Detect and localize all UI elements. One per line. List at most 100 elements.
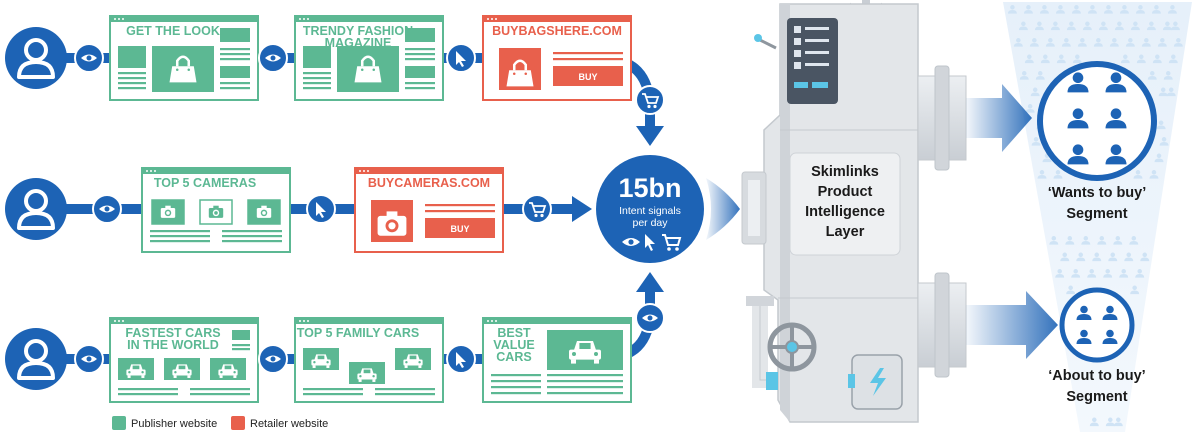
person-icon [1163, 71, 1173, 80]
person-icon [1087, 5, 1097, 14]
hub-value: 15bn [618, 173, 681, 203]
camera-icon [160, 205, 176, 218]
person-icon [1076, 252, 1086, 262]
eye-badge [635, 303, 665, 333]
buy-button-label: BUY [450, 224, 469, 234]
user-avatar-icon [5, 328, 67, 390]
hub-circle [596, 155, 704, 263]
segment-1-label-line-2: Segment [1066, 206, 1127, 222]
eye-badge [74, 43, 104, 73]
person-icon [1067, 72, 1089, 93]
eye-icon [81, 355, 97, 363]
machine-label-line-4: Layer [826, 224, 865, 240]
person-icon [1136, 54, 1146, 64]
segment-2-label-line-1: ‘About to buy’ [1048, 368, 1145, 384]
person-icon [1103, 5, 1113, 14]
machine-label-line-3: Intelligence [805, 204, 885, 220]
person-icon [1109, 38, 1119, 47]
car-icon [126, 364, 146, 378]
legend-swatch-publisher [112, 416, 126, 430]
person-icon [1149, 170, 1159, 179]
person-icon [1140, 252, 1150, 262]
person-icon [1077, 38, 1087, 47]
publisher-site-card: TOP 5 FAMILY CARS [294, 317, 444, 403]
person-icon [1039, 5, 1049, 14]
person-icon [1147, 71, 1157, 80]
people-group-icon [1067, 72, 1127, 165]
flow-lines [40, 53, 655, 364]
car-icon [569, 341, 601, 364]
person-icon [1156, 120, 1166, 130]
car-icon [218, 364, 238, 378]
person-icon [1024, 54, 1034, 64]
bag-icon [354, 55, 382, 83]
arrow-right-icon [966, 291, 1058, 359]
card-title-line: BUYBAGSHERE.COM [492, 24, 622, 38]
lightning-icon [870, 368, 886, 396]
cart-icon [529, 202, 547, 218]
buy-button[interactable] [425, 218, 495, 238]
person-icon [1040, 54, 1050, 64]
person-icon [1065, 236, 1075, 245]
segment-2-label-line-2: Segment [1066, 389, 1127, 405]
legend-label-retailer: Retailer website [250, 418, 328, 430]
camera-icon [377, 211, 407, 236]
machine-label-line-2: Product [818, 184, 873, 200]
eye-icon [265, 54, 281, 62]
person-icon [1135, 5, 1145, 14]
action-badges [74, 43, 665, 374]
person-icon [1061, 38, 1071, 47]
person-icon [1056, 54, 1066, 64]
person-icon [1060, 252, 1070, 262]
intent-hub: 15bn Intent signals per day [596, 155, 740, 263]
eye-badge [74, 344, 104, 374]
cart-icon [642, 93, 660, 109]
person-icon [1105, 108, 1127, 129]
person-icon [1031, 137, 1041, 146]
eye-icon [265, 355, 281, 363]
person-icon [1173, 38, 1183, 47]
car-icon [172, 364, 192, 378]
machine-label-panel [789, 152, 901, 256]
arrow-right-icon [572, 196, 592, 222]
person-icon [1030, 87, 1040, 97]
bag-icon [169, 55, 197, 83]
card-title-line: BEST [497, 326, 531, 340]
person-icon [1071, 269, 1081, 278]
segment-1-label-line-1: ‘Wants to buy’ [1048, 185, 1147, 201]
person-icon [1124, 252, 1134, 262]
person-icon [1146, 21, 1156, 31]
person-icon [1113, 417, 1123, 427]
intelligence-machine: Skimlinks Product Intelligence Layer [741, 0, 967, 423]
person-icon [1034, 21, 1044, 31]
person-icon [1029, 38, 1039, 47]
car-icon [357, 368, 377, 382]
cart-icon [662, 234, 682, 251]
person-icon [1066, 285, 1076, 295]
person-icon [1035, 71, 1045, 80]
camera-icon [256, 205, 272, 218]
person-icon [1076, 305, 1092, 320]
buy-button[interactable] [553, 66, 623, 86]
person-icon [1120, 54, 1130, 64]
eye-icon [99, 205, 115, 213]
card-title-line: TRENDY FASHION [303, 24, 413, 38]
card-title-line: FASTEST CARS [125, 326, 220, 340]
person-icon [1055, 269, 1065, 278]
person-icon [1025, 104, 1035, 113]
person-icon [1105, 417, 1115, 427]
cursor-badge [446, 344, 476, 374]
person-icon [1130, 21, 1140, 31]
legend: Publisher website Retailer website [112, 416, 328, 430]
person-icon [1053, 170, 1063, 179]
segment-about-to-buy: ‘About to buy’ Segment [1048, 287, 1146, 405]
person-icon [1151, 5, 1161, 14]
eye-icon [622, 238, 640, 246]
person-icon [1089, 417, 1099, 427]
car-icon [311, 354, 331, 368]
car-icon [403, 354, 423, 368]
person-icon [1049, 236, 1059, 245]
